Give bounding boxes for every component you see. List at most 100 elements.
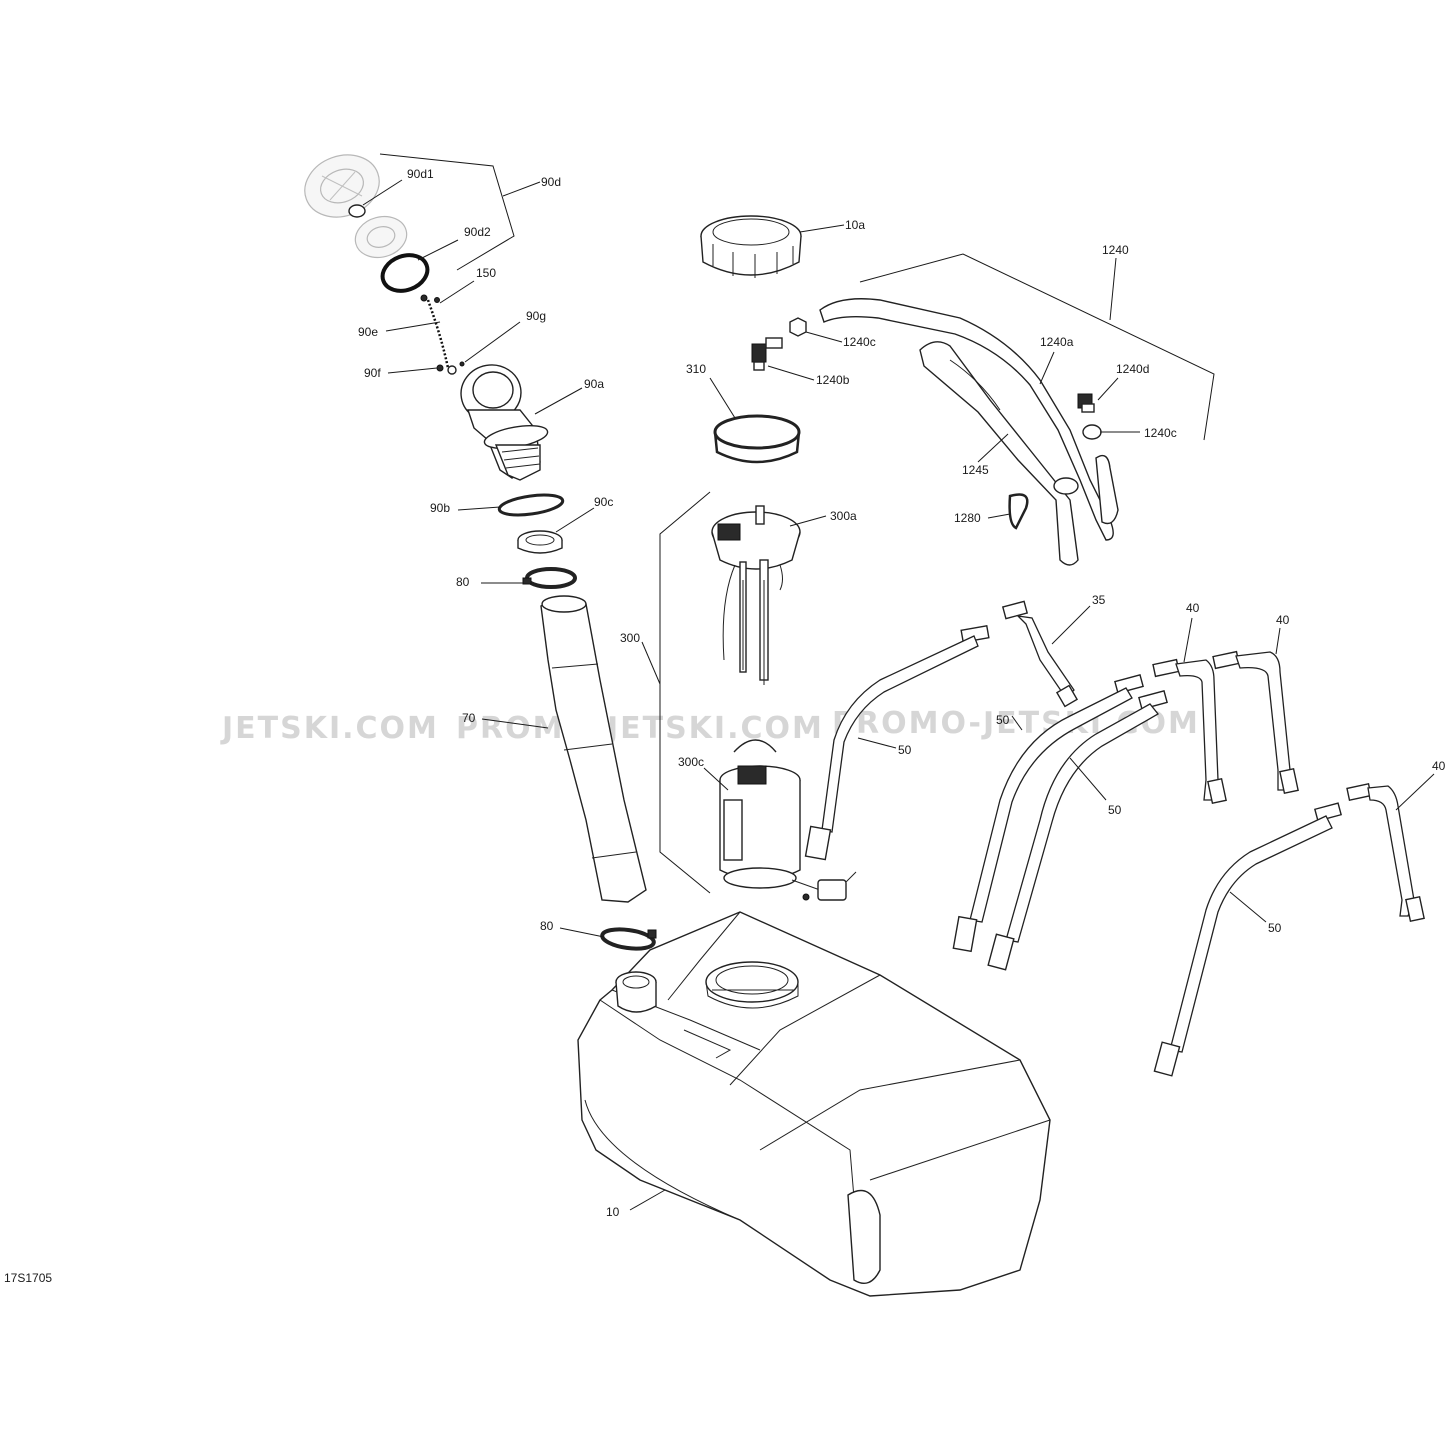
leader-310 (709, 377, 736, 419)
leader-90a (534, 387, 583, 415)
bracket-90d (379, 153, 515, 271)
pump-module-300a (711, 505, 801, 685)
strap-50-d (1153, 802, 1343, 1077)
callout-90d1: 90d1 (407, 167, 434, 181)
callout-50-c: 50 (1108, 803, 1122, 817)
cap-tether-90e (420, 294, 457, 375)
bracket-1240 (859, 253, 1215, 441)
watermark-1: JETSKI.COM (220, 711, 439, 746)
callout-300c: 300c (678, 755, 704, 769)
screw-90f (436, 364, 444, 372)
callout-1240d: 1240d (1116, 362, 1149, 376)
screw-90g (459, 361, 465, 367)
callout-300a: 300a (830, 509, 857, 523)
callout-90b: 90b (430, 501, 450, 515)
callout-1240c-a: 1240c (843, 335, 876, 349)
callout-1240a: 1240a (1040, 335, 1074, 349)
callout-90g: 90g (526, 309, 546, 323)
leader-10 (629, 1189, 666, 1211)
filler-neck-90a (460, 364, 549, 481)
strap-50-a (804, 625, 990, 861)
strap-50-c (987, 689, 1168, 971)
leader-40-b (1275, 627, 1281, 655)
callout-80-lower: 80 (540, 919, 554, 933)
leader-90d2 (417, 239, 459, 261)
gasket-90b (497, 493, 565, 517)
strap-35 (1001, 600, 1079, 708)
callout-90d2: 90d2 (464, 225, 491, 239)
leader-70 (481, 718, 549, 729)
callout-70: 70 (462, 711, 476, 725)
callout-50-a: 50 (898, 743, 912, 757)
callout-10a: 10a (845, 218, 865, 232)
leader-90d1 (362, 179, 403, 206)
leader-35 (1051, 605, 1091, 645)
callout-300: 300 (620, 631, 640, 645)
callout-40-b: 40 (1276, 613, 1290, 627)
leader-50-a (857, 737, 897, 749)
leader-90g (464, 321, 521, 363)
lock-ring-10a (700, 215, 802, 278)
nut-1240c (789, 317, 807, 337)
callout-40-c: 40 (1432, 759, 1446, 773)
leader-90d (502, 181, 541, 197)
callout-labels: 90d1 90d 90d2 150 90e 90g 90f 90a 90b 90… (358, 167, 1446, 1219)
callout-90f: 90f (364, 366, 381, 380)
callout-1240: 1240 (1102, 243, 1129, 257)
leader-80-lower (559, 927, 605, 938)
callout-40-a: 40 (1186, 601, 1200, 615)
callout-35: 35 (1092, 593, 1106, 607)
bracket-300 (659, 491, 711, 894)
nut-90c (517, 530, 563, 554)
callout-1280: 1280 (954, 511, 981, 525)
vent-valve-1240d (1077, 393, 1095, 413)
callout-90c: 90c (594, 495, 613, 509)
screw-150 (434, 297, 440, 303)
strap-40-b (1212, 650, 1299, 795)
strap-50-b (952, 673, 1144, 953)
filler-cap-ghost (304, 154, 380, 218)
leader-1240b (767, 365, 815, 381)
leader-1240a (1039, 351, 1055, 385)
leader-40-a (1183, 617, 1193, 663)
strap-40-a (1152, 658, 1227, 805)
elbow-fitting-1240b (751, 337, 783, 371)
leader-50-d (1229, 891, 1267, 923)
leader-1280 (987, 513, 1011, 519)
vent-hose-1240a (819, 298, 1119, 541)
leader-1240d (1097, 377, 1119, 401)
leader-90b (457, 506, 501, 511)
diagram-code: 17S1705 (4, 1271, 52, 1285)
callout-90e: 90e (358, 325, 378, 339)
callout-90d: 90d (541, 175, 561, 189)
callout-310: 310 (686, 362, 706, 376)
leader-150 (439, 280, 475, 304)
tie-strap-1280 (1008, 493, 1029, 530)
leader-1245 (977, 433, 1009, 463)
leader-300 (641, 641, 661, 685)
callout-90a: 90a (584, 377, 604, 391)
leader-90f (387, 367, 438, 374)
filler-hose-70 (540, 595, 647, 903)
fuel-tank-10 (577, 911, 1051, 1297)
callout-150: 150 (476, 266, 496, 280)
watermark-2: PROMO-JETSKI.COM (456, 711, 824, 746)
clamp-80-upper (522, 567, 577, 589)
callout-1245: 1245 (962, 463, 989, 477)
vent-hose-1245 (919, 341, 1079, 566)
cap-plug-90d1 (348, 204, 366, 218)
leader-50-b (1011, 715, 1023, 731)
leader-10a (799, 224, 845, 233)
callout-10: 10 (606, 1205, 620, 1219)
leader-40-c (1395, 773, 1435, 811)
leader-300c (703, 767, 729, 791)
callout-50-d: 50 (1268, 921, 1282, 935)
cap-gasket-90d2 (380, 253, 430, 293)
callout-1240b: 1240b (816, 373, 850, 387)
leader-90c (555, 507, 595, 533)
strap-40-c (1346, 783, 1425, 923)
leader-50-c (1069, 757, 1107, 801)
cap-insert-ghost-90d2 (354, 215, 408, 259)
leader-300a (789, 515, 827, 527)
